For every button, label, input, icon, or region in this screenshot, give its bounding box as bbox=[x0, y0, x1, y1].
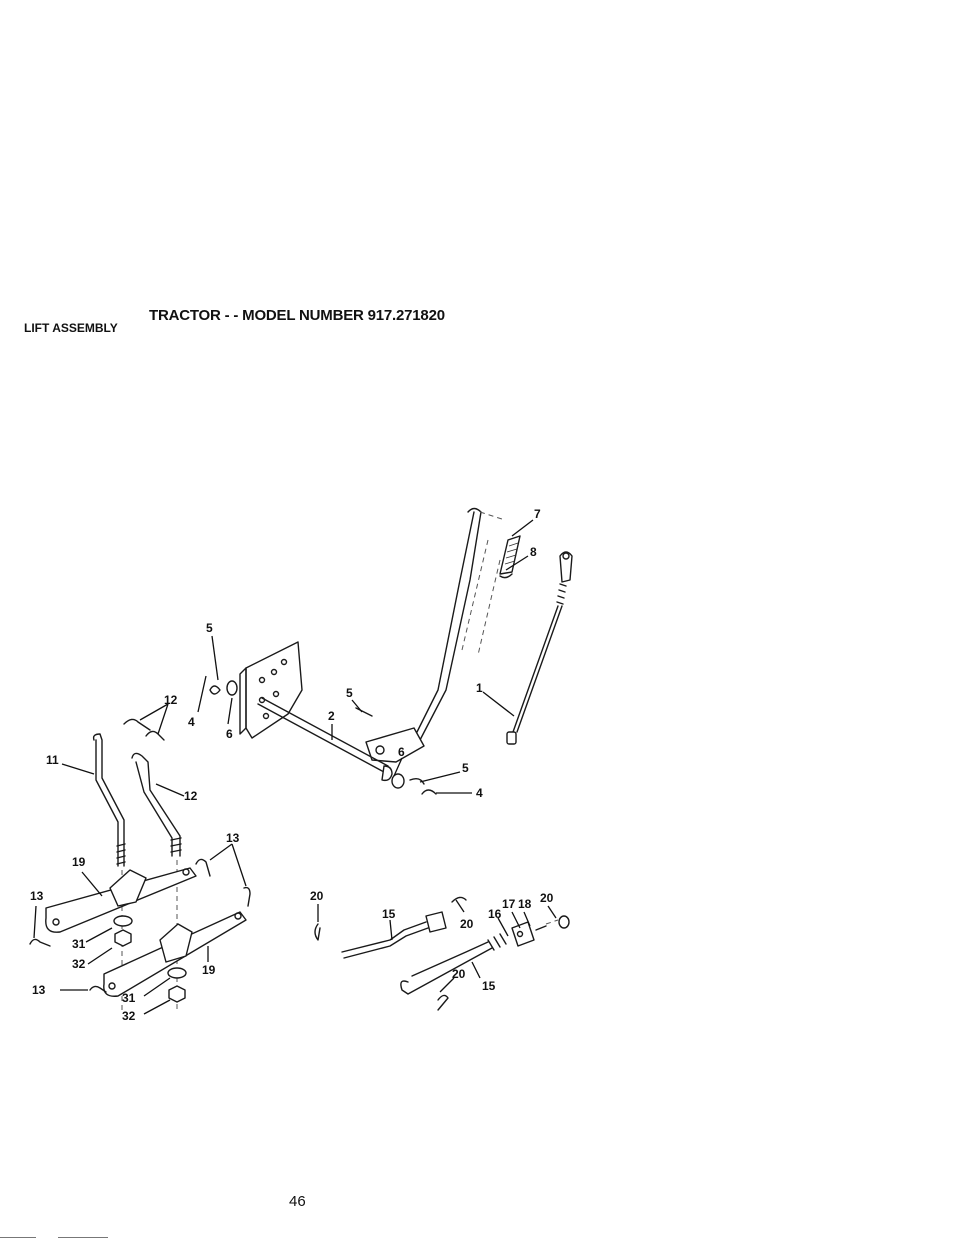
lift-link-left bbox=[92, 733, 126, 867]
callout-19: 19 bbox=[72, 855, 86, 869]
adjustment-rod bbox=[506, 551, 573, 745]
callout-5: 5 bbox=[206, 621, 213, 635]
callout-4: 4 bbox=[476, 786, 483, 800]
lever-grip bbox=[499, 535, 521, 579]
cross-shaft bbox=[209, 680, 437, 795]
callout-6: 6 bbox=[226, 727, 233, 741]
page-number: 46 bbox=[289, 1193, 306, 1210]
lift-link-right bbox=[131, 752, 182, 857]
callout-20: 20 bbox=[310, 889, 324, 903]
callout-11: 11 bbox=[46, 753, 59, 767]
callout-20: 20 bbox=[540, 891, 554, 905]
callout-15: 15 bbox=[482, 979, 496, 993]
callout-2: 2 bbox=[328, 709, 335, 723]
callout-15: 15 bbox=[382, 907, 396, 921]
callout-12: 12 bbox=[184, 789, 198, 803]
washer-nut-lower bbox=[167, 967, 187, 1003]
callout-6: 6 bbox=[398, 745, 405, 759]
callout-13: 13 bbox=[32, 983, 46, 997]
callout-3: 5 bbox=[346, 686, 353, 700]
callout-32: 32 bbox=[122, 1009, 136, 1023]
lift-arm-lower bbox=[103, 911, 247, 997]
callout-20: 20 bbox=[460, 917, 474, 931]
retaining-clips bbox=[314, 896, 559, 1011]
leader-lines bbox=[33, 519, 557, 1015]
callout-1: 1 bbox=[476, 681, 483, 695]
callout-5: 5 bbox=[462, 761, 469, 775]
section-heading: LIFT ASSEMBLY bbox=[24, 321, 118, 335]
footer-rule-right bbox=[58, 1237, 108, 1238]
callout-13: 13 bbox=[30, 889, 44, 903]
page-title: TRACTOR - - MODEL NUMBER 917.271820 bbox=[149, 307, 445, 324]
callout-17: 17 bbox=[502, 897, 516, 911]
mounting-bracket bbox=[239, 641, 303, 739]
callout-31: 31 bbox=[122, 991, 136, 1005]
lift-lever bbox=[365, 507, 506, 763]
callout-16: 16 bbox=[488, 907, 502, 921]
lift-arm-upper bbox=[45, 867, 197, 933]
footer-rule-left bbox=[0, 1237, 36, 1238]
callout-19: 19 bbox=[202, 963, 216, 977]
callout-32: 32 bbox=[72, 957, 86, 971]
callout-8: 8 bbox=[530, 545, 537, 559]
callout-labels: 7 8 1 5 2 6 5 4 5 4 6 12 11 12 13 19 13 … bbox=[30, 507, 554, 1023]
height-rod-upper bbox=[341, 911, 447, 959]
callout-18: 18 bbox=[518, 897, 532, 911]
height-rod-lower bbox=[400, 915, 570, 995]
callout-13: 13 bbox=[226, 831, 240, 845]
callout-31: 31 bbox=[72, 937, 86, 951]
callout-7: 7 bbox=[534, 507, 541, 521]
callout-4: 4 bbox=[188, 715, 195, 729]
callout-13: 12 bbox=[164, 693, 178, 707]
washer-nut-upper bbox=[113, 915, 133, 947]
hairpin-clips bbox=[29, 718, 251, 993]
callout-20: 20 bbox=[452, 967, 466, 981]
